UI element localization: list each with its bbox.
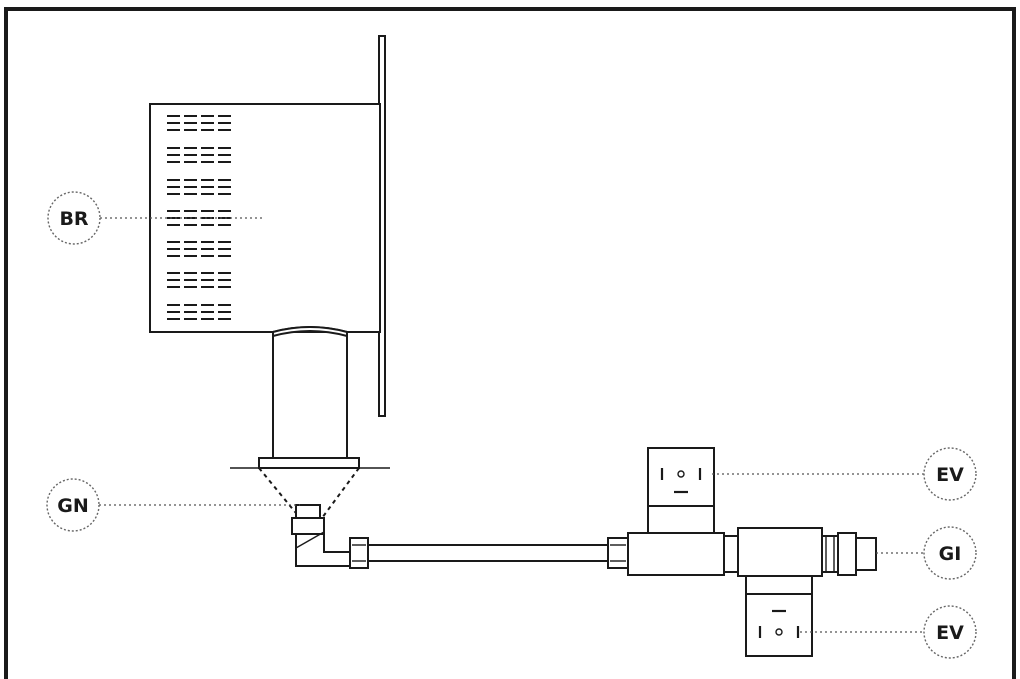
callout-label-ev-bottom: EV <box>936 622 964 644</box>
burner-vent-slots <box>167 115 231 320</box>
gas-nozzle <box>291 504 351 567</box>
valve-assembly <box>627 447 877 657</box>
burner-body <box>149 35 390 469</box>
callout-label-gn: GN <box>57 495 89 517</box>
callout-label-br: BR <box>59 208 88 230</box>
callout-ev-bottom: EV <box>923 605 977 659</box>
gas-pipe <box>349 537 629 569</box>
callout-label-ev-top: EV <box>936 464 964 486</box>
callout-ev-top: EV <box>923 447 977 501</box>
callout-gi: GI <box>923 526 977 580</box>
diagram-frame <box>4 7 1016 679</box>
nozzle-cone <box>258 467 360 519</box>
callout-br: BR <box>47 191 101 245</box>
callout-label-gi: GI <box>939 543 962 565</box>
callout-gn: GN <box>46 478 100 532</box>
